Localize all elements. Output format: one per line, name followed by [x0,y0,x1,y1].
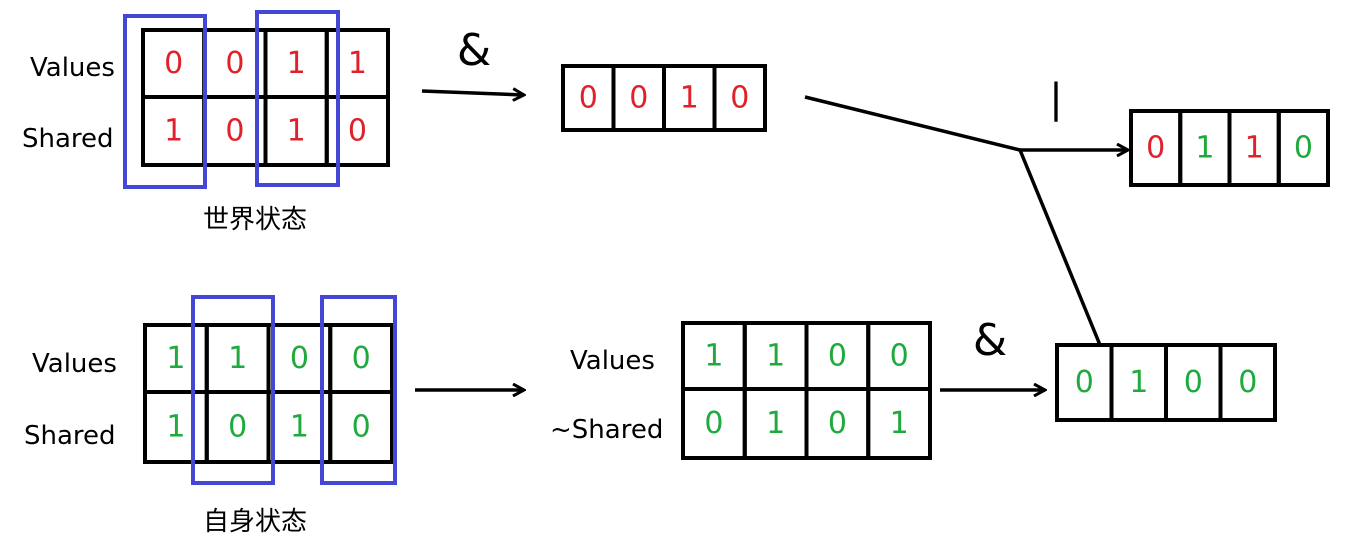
bit-value: 0 [228,410,247,445]
bit-value: 0 [890,339,909,374]
bit-value: 0 [579,81,598,116]
bit-value: 1 [228,341,247,376]
bit-value: 1 [166,410,185,445]
bit-value: 0 [348,114,367,149]
bit-value: 0 [828,406,847,441]
and-operator: & [973,315,1007,366]
self-state-caption: 自身状态 [203,507,307,537]
and-operator: & [457,25,491,76]
world-shared-label: Shared [22,124,114,154]
bit-value: 1 [164,114,183,149]
bit-value: 1 [287,46,306,81]
mid-values-label: Values [570,346,655,376]
bit-value: 0 [828,339,847,374]
bit-value: 0 [352,341,371,376]
bit-value: 1 [766,406,785,441]
bit-cell [1276,109,1330,187]
bit-value: 0 [290,341,309,376]
or-operator: | [1049,76,1062,122]
bit-value: 0 [629,81,648,116]
bit-cell [712,64,767,132]
highlight-box [255,10,340,187]
bit-value: 1 [348,46,367,81]
connector-line [804,95,1021,152]
bit-value: 0 [730,81,749,116]
bit-value: 0 [1238,365,1257,400]
self-shared-label: Shared [24,421,116,451]
bit-value: 1 [166,341,185,376]
bit-value: 1 [1195,131,1214,166]
bit-value: 0 [1294,131,1313,166]
mid-not-shared-label: ~Shared [550,415,663,445]
bit-value: 0 [225,46,244,81]
bit-value: 1 [890,406,909,441]
world-values-label: Values [30,53,115,83]
highlight-box [320,295,397,485]
bit-value: 1 [1129,365,1148,400]
bit-cell [866,387,932,460]
bit-value: 0 [164,46,183,81]
bit-cell [1218,343,1277,422]
self-values-label: Values [32,349,117,379]
self-state-grid: 1 1 0 0 1 0 1 0 [143,323,394,464]
bit-value: 1 [680,81,699,116]
bit-cell [324,95,390,167]
world-state-grid: 0 0 1 1 1 0 1 0 [141,28,390,167]
bit-value: 1 [290,410,309,445]
bit-value: 1 [287,114,306,149]
self-transformed-grid: 1 1 0 0 0 1 0 1 [681,321,932,460]
bit-value: 1 [766,339,785,374]
arrow [421,91,524,95]
bit-value: 0 [352,410,371,445]
connector-line [1018,149,1102,346]
bit-value: 0 [225,114,244,149]
bit-cell [328,390,394,464]
highlight-box [191,295,275,485]
highlight-box [123,14,207,189]
bit-value: 1 [704,339,723,374]
bit-value: 0 [1075,365,1094,400]
world-state-caption: 世界状态 [203,205,307,235]
bit-value: 0 [1146,131,1165,166]
bit-value: 1 [1245,131,1264,166]
bit-value: 0 [1184,365,1203,400]
bit-value: 0 [704,406,723,441]
